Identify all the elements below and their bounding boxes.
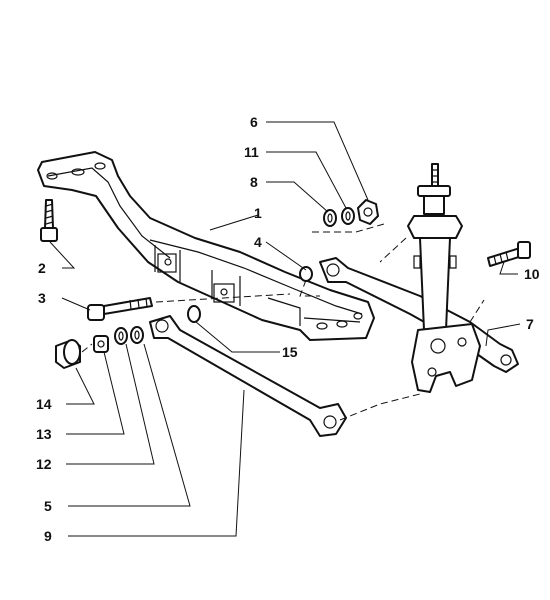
callout-8: 8: [250, 174, 258, 190]
strut-bolt: [487, 241, 531, 267]
callout-2: 2: [38, 260, 46, 276]
callout-6: 6: [250, 114, 258, 130]
callout-10: 10: [524, 266, 540, 282]
shock-strut: [407, 163, 481, 393]
callout-5: 5: [44, 498, 52, 514]
leader-lines: [49, 121, 521, 537]
callout-7: 7: [526, 316, 534, 332]
lower-control-arm: [149, 305, 347, 437]
callout-3: 3: [38, 290, 46, 306]
callout-15: 15: [282, 344, 298, 360]
vertical-bolt: [40, 199, 58, 242]
horizontal-bolt: [87, 297, 153, 321]
nut-washers-group: [93, 326, 144, 353]
rubber-bushing: [55, 339, 81, 369]
callout-13: 13: [36, 426, 52, 442]
callout-14: 14: [36, 396, 52, 412]
callout-4: 4: [254, 234, 262, 250]
crossmember-subframe: [37, 151, 375, 341]
callout-11: 11: [244, 144, 259, 160]
assembly-lines: [81, 223, 485, 421]
upper-hardware-group: [323, 199, 379, 227]
callout-12: 12: [36, 456, 52, 472]
callout-1: 1: [254, 205, 262, 221]
callout-9: 9: [44, 528, 52, 544]
callout-labels: 1 2 3 4 5 6 7 8 9 10 11 12 13 14 15: [36, 114, 540, 544]
